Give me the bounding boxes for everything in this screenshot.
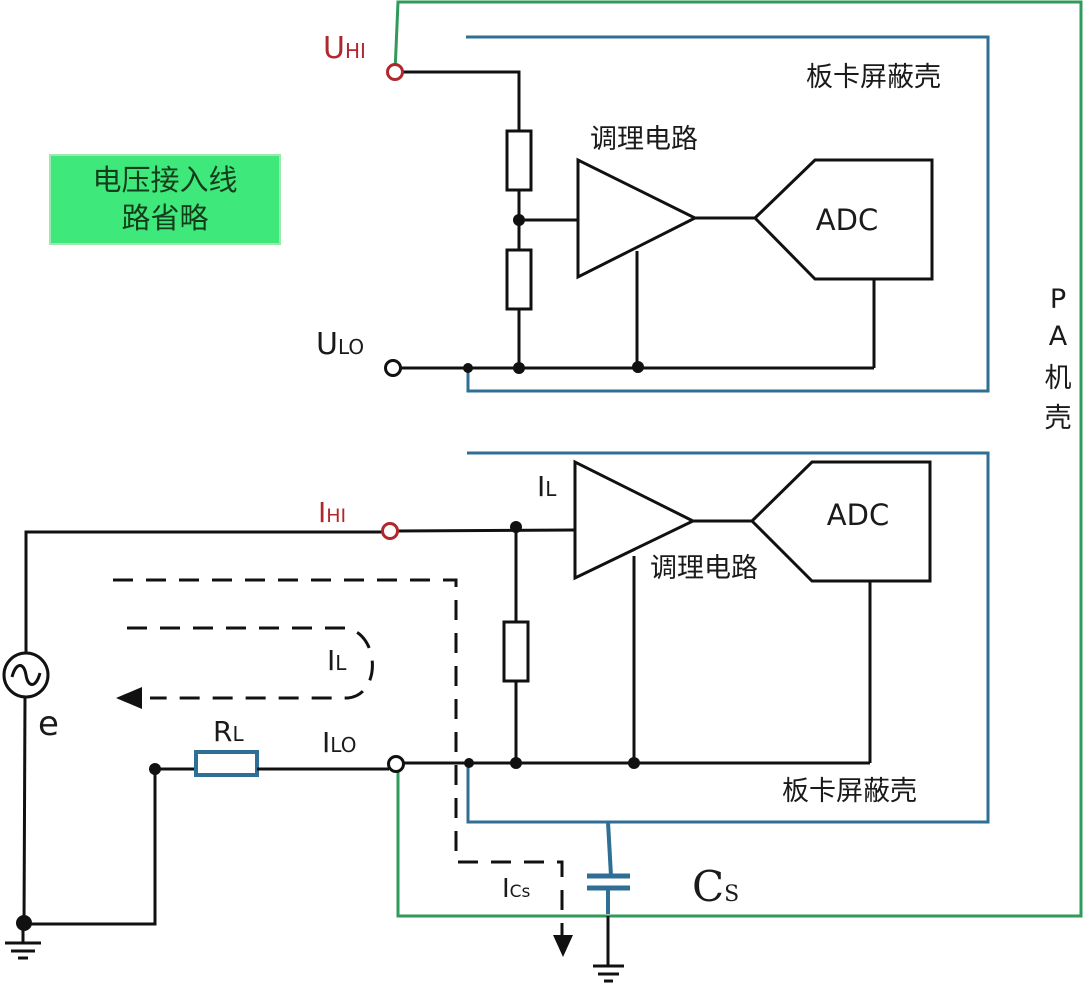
source-e-label: e bbox=[38, 704, 59, 744]
voltage-board-shield bbox=[466, 35, 990, 393]
voltage-adc bbox=[752, 158, 934, 281]
i-hi-label: IHI bbox=[318, 496, 346, 529]
loop-current-label: IL bbox=[327, 644, 347, 677]
divider-resistor-top bbox=[505, 129, 533, 192]
u-lo-label: ULO bbox=[316, 327, 364, 362]
voltage-channel: UHI 调理电路 ADC ULO 板卡屏蔽壳 bbox=[316, 31, 941, 377]
current-adc-label: ADC bbox=[827, 498, 889, 532]
external-circuit: e RL IL ICs bbox=[2, 578, 739, 983]
sine-wave-icon bbox=[10, 664, 42, 686]
u-lo-terminal bbox=[384, 359, 402, 377]
svg-text:A: A bbox=[1049, 321, 1068, 352]
arrow-left-icon bbox=[116, 687, 142, 709]
i-lo-terminal bbox=[387, 755, 405, 773]
svg-text:机: 机 bbox=[1045, 363, 1072, 394]
note-line-2: 路省略 bbox=[121, 201, 208, 235]
shunt-resistor bbox=[502, 620, 530, 683]
voltage-conditioning-label: 调理电路 bbox=[590, 124, 698, 155]
u-hi-terminal bbox=[386, 63, 404, 81]
leak-current-path bbox=[113, 578, 564, 935]
current-amplifier bbox=[573, 459, 697, 581]
pa-chassis-label: P A 机 壳 bbox=[1045, 284, 1072, 434]
load-resistor-label: RL bbox=[213, 715, 244, 748]
i-l-input-label: IL bbox=[537, 470, 557, 503]
current-conditioning-label: 调理电路 bbox=[650, 553, 758, 584]
i-hi-terminal bbox=[381, 522, 399, 540]
voltage-adc-label: ADC bbox=[816, 203, 878, 237]
stray-capacitor bbox=[587, 821, 630, 914]
divider-resistor-bottom bbox=[505, 248, 533, 311]
leak-current-label: ICs bbox=[502, 874, 531, 904]
svg-text:P: P bbox=[1050, 284, 1066, 315]
ground-icon-left bbox=[5, 925, 41, 960]
note-line-1: 电压接入线 bbox=[92, 163, 237, 197]
load-resistor bbox=[194, 750, 259, 777]
stray-capacitor-label: CS bbox=[692, 862, 739, 911]
voltage-amplifier bbox=[576, 157, 699, 280]
load-current-path bbox=[127, 626, 374, 700]
u-hi-label: UHI bbox=[323, 31, 366, 66]
i-lo-label: ILO bbox=[322, 726, 356, 759]
voltage-shield-label: 板卡屏蔽壳 bbox=[806, 62, 941, 93]
current-board-shield bbox=[466, 451, 990, 824]
svg-text:壳: 壳 bbox=[1045, 403, 1072, 434]
current-channel: IHI IL 调理电路 ADC ILO 板卡屏蔽壳 bbox=[24, 459, 932, 807]
ground-icon-right bbox=[593, 916, 624, 983]
current-shield-label: 板卡屏蔽壳 bbox=[782, 776, 917, 807]
arrow-down-icon bbox=[553, 935, 573, 957]
pa-chassis-outline bbox=[393, 0, 1083, 918]
note-box: 电压接入线 路省略 bbox=[49, 154, 281, 245]
current-adc bbox=[749, 460, 932, 583]
